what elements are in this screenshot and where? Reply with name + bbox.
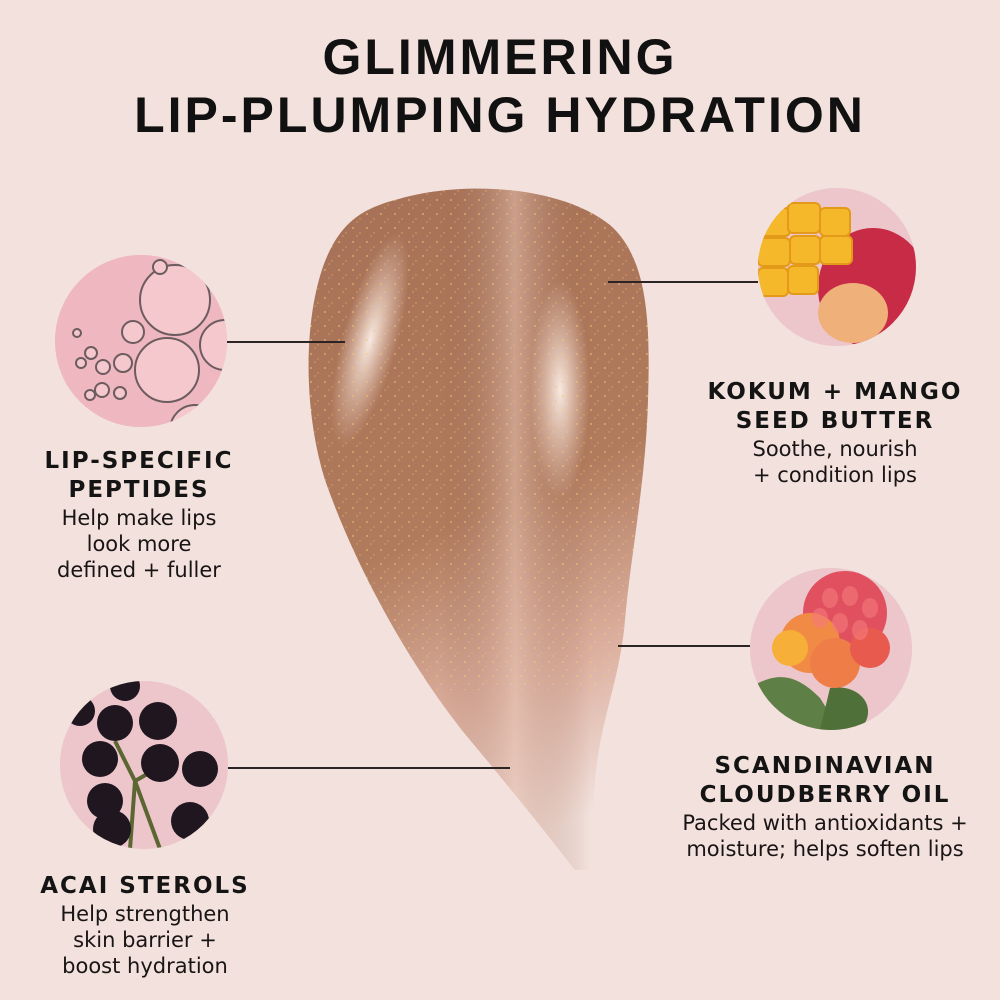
ingredient-desc: boost hydration	[62, 954, 228, 978]
ingredient-name: ACAI STEROLS	[40, 873, 250, 899]
ingredient-desc: Packed with antioxidants +	[682, 811, 968, 835]
bubbles-icon	[55, 255, 227, 427]
acai-connector-line	[228, 767, 510, 769]
ingredient-desc: defined + fuller	[57, 558, 221, 582]
title-line-1: GLIMMERING	[322, 29, 678, 85]
ingredient-desc: Help strengthen	[60, 902, 230, 926]
ingredient-name: KOKUM + MANGO	[707, 379, 963, 405]
ingredient-desc: skin barrier +	[73, 928, 217, 952]
ingredient-desc: moisture; helps soften lips	[686, 837, 964, 861]
cloudberry-icon	[750, 568, 912, 730]
mango-connector-line	[608, 281, 758, 283]
cloudberry-label: SCANDINAVIAN CLOUDBERRY OIL Packed with …	[650, 752, 1000, 862]
ingredient-desc: Soothe, nourish	[752, 437, 918, 461]
title-line-2: LIP-PLUMPING HYDRATION	[134, 87, 866, 143]
ingredient-name: SEED BUTTER	[735, 408, 935, 434]
kokum-mango-label: KOKUM + MANGO SEED BUTTER Soothe, nouris…	[690, 378, 980, 488]
peptides-connector-line	[227, 341, 345, 343]
cloudberry-connector-line	[618, 645, 750, 647]
acai-image	[60, 681, 228, 849]
ingredient-name: PEPTIDES	[68, 477, 210, 503]
ingredient-name: CLOUDBERRY OIL	[699, 782, 951, 808]
peptides-image	[55, 255, 227, 427]
ingredient-name: LIP-SPECIFIC	[44, 448, 234, 474]
page-title: GLIMMERING LIP-PLUMPING HYDRATION	[0, 28, 1000, 144]
ingredient-desc: Help make lips	[61, 506, 217, 530]
mango-icon	[758, 188, 916, 346]
cloudberry-image	[750, 568, 912, 730]
ingredient-name: SCANDINAVIAN	[714, 753, 936, 779]
ingredient-desc: look more	[86, 532, 192, 556]
acai-berries-icon	[60, 681, 228, 849]
peptides-label: LIP-SPECIFIC PEPTIDES Help make lips loo…	[10, 447, 268, 583]
acai-label: ACAI STEROLS Help strengthen skin barrie…	[10, 872, 280, 979]
mango-image	[758, 188, 916, 346]
ingredient-desc: + condition lips	[753, 463, 917, 487]
